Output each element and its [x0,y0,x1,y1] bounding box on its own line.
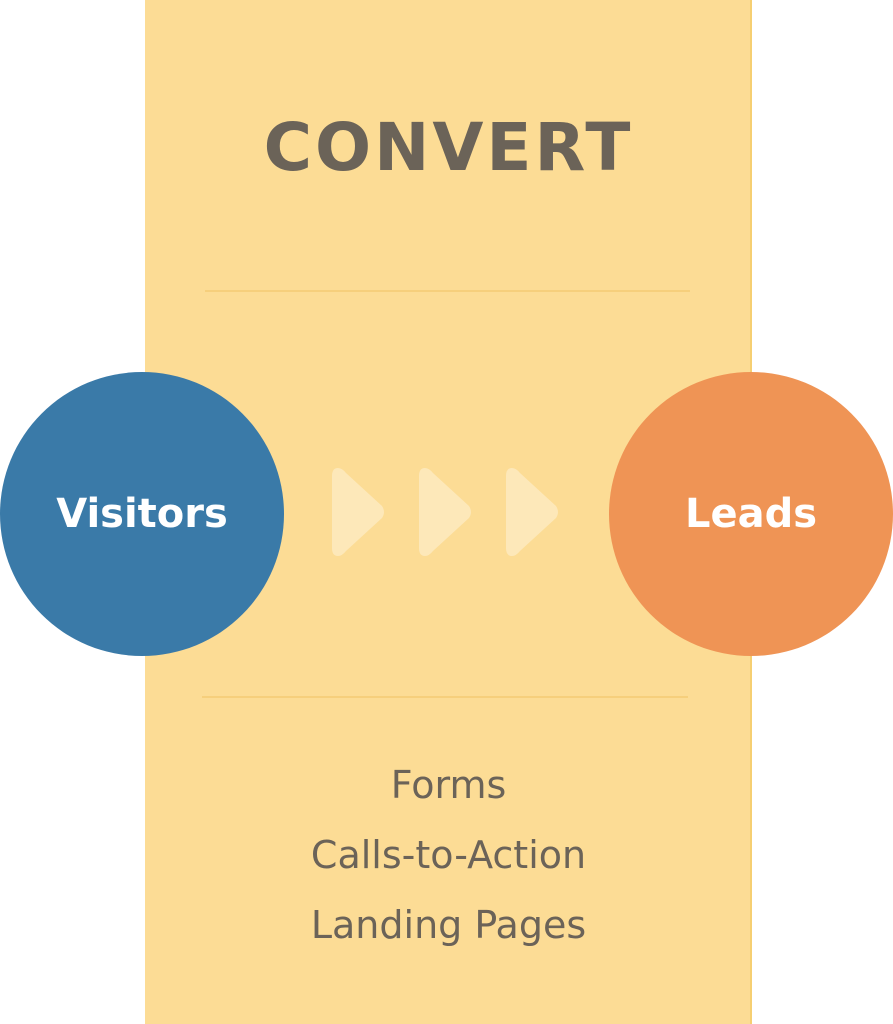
stage-title: CONVERT [263,109,634,186]
visitors-circle: Visitors [0,372,284,656]
arrow-group [330,462,570,562]
chevron-right-icon [332,468,384,556]
feature-list: Forms Calls-to-Action Landing Pages [145,750,752,960]
feature-item: Landing Pages [310,903,587,947]
feature-item: Forms [390,763,507,807]
feature-item: Calls-to-Action [310,833,587,877]
bottom-divider [202,696,688,698]
top-divider [205,290,690,292]
chevron-right-icon [419,468,471,556]
chevron-right-icon [506,468,558,556]
leads-label: Leads [684,491,818,537]
visitors-label: Visitors [56,491,228,537]
leads-circle: Leads [609,372,893,656]
